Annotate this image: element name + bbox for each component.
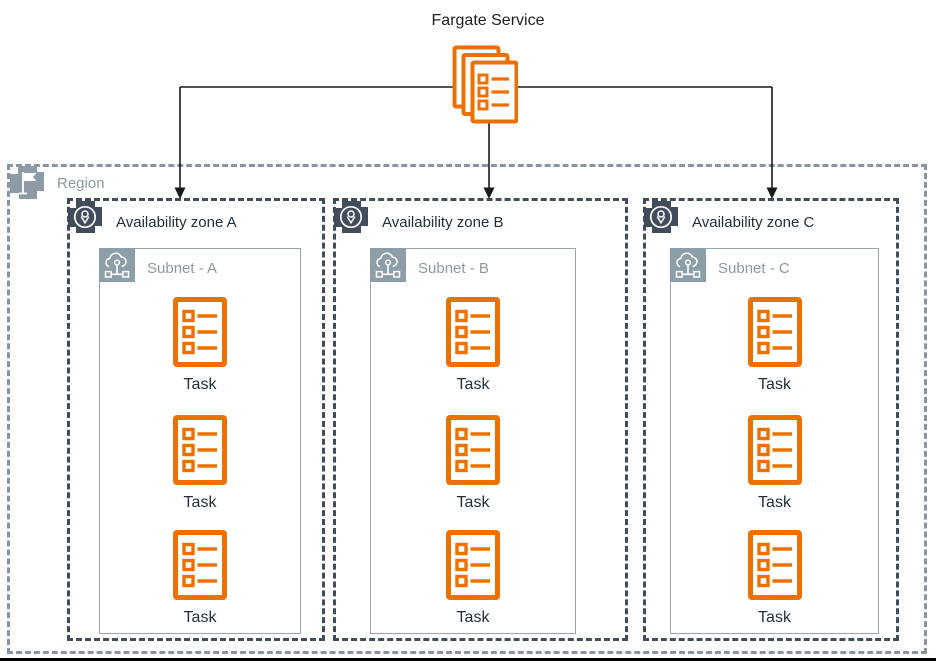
task-icon — [173, 415, 227, 485]
task-node: Task — [671, 415, 878, 512]
task-icon — [747, 297, 802, 367]
task-node: Task — [371, 297, 575, 394]
task-node: Task — [371, 415, 575, 512]
availability-zone-label: Availability zone B — [382, 214, 504, 231]
subnet-cloud-network-icon — [670, 248, 706, 282]
subnet-c-box: Subnet - C Task — [670, 248, 879, 634]
bottom-edge-divider — [0, 658, 936, 661]
availability-zone-b-box: Availability zone B Subnet - B — [333, 198, 628, 641]
task-node: Task — [100, 530, 300, 627]
task-node: Task — [671, 297, 878, 394]
subnet-label: Subnet - C — [718, 260, 790, 277]
subnet-cloud-network-icon — [370, 248, 406, 282]
task-label: Task — [183, 376, 217, 393]
task-node: Task — [100, 415, 300, 512]
fargate-service-tasks-stack-icon — [452, 45, 518, 124]
task-label: Task — [183, 609, 217, 626]
task-node: Task — [100, 297, 300, 394]
availability-zone-pin-icon — [334, 201, 368, 233]
task-node: Task — [371, 530, 575, 627]
task-node: Task — [671, 530, 878, 627]
task-label: Task — [456, 609, 490, 626]
availability-zone-c-box: Availability zone C Subnet - C — [643, 198, 899, 641]
task-label: Task — [456, 494, 490, 511]
task-label: Task — [758, 376, 791, 393]
subnet-a-box: Subnet - A Task — [99, 248, 301, 634]
task-icon — [446, 415, 500, 485]
subnet-label: Subnet - B — [418, 260, 489, 277]
subnet-cloud-network-icon — [99, 248, 135, 282]
task-icon — [747, 530, 802, 600]
region-label: Region — [57, 175, 105, 192]
availability-zone-pin-icon — [644, 201, 678, 233]
task-label: Task — [456, 376, 490, 393]
fargate-service-title: Fargate Service — [431, 12, 545, 29]
subnet-label: Subnet - A — [147, 260, 218, 277]
task-icon — [446, 530, 500, 600]
subnet-b-box: Subnet - B Task — [370, 248, 576, 634]
availability-zone-a-box: Availability zone A Subnet - A — [67, 198, 325, 641]
task-icon — [747, 415, 802, 485]
availability-zone-label: Availability zone A — [116, 214, 237, 231]
task-label: Task — [183, 494, 217, 511]
availability-zone-pin-icon — [68, 201, 102, 233]
task-icon — [173, 530, 227, 600]
region-group-box — [7, 164, 927, 654]
task-icon — [446, 297, 500, 367]
task-label: Task — [758, 609, 791, 626]
task-icon — [173, 297, 227, 367]
availability-zone-label: Availability zone C — [692, 214, 815, 231]
task-label: Task — [758, 494, 791, 511]
region-flag-icon — [10, 166, 44, 199]
